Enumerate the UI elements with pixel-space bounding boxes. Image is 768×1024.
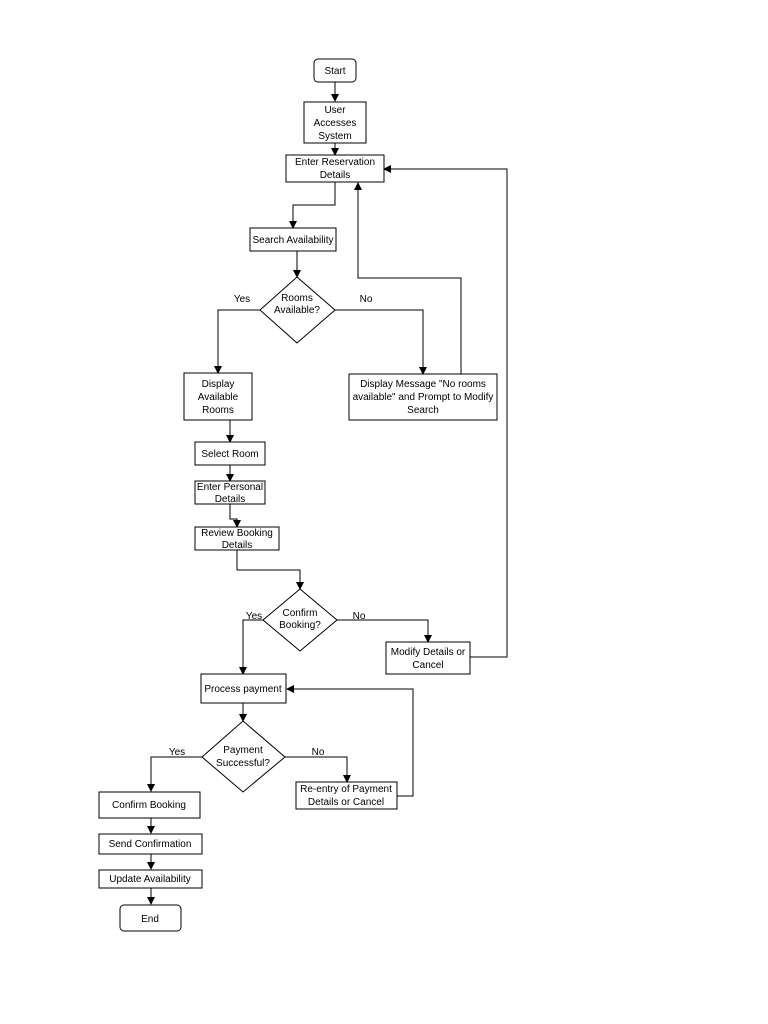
svg-text:Confirm: Confirm [282,608,317,619]
label-rooms-no: No [360,294,373,305]
svg-text:Available: Available [198,392,239,403]
label-payment-yes: Yes [169,747,185,758]
svg-text:Send Confirmation: Send Confirmation [109,839,192,850]
node-select-room: Select Room [194,441,266,466]
edge-rooms-no [335,309,427,375]
edge-modify-loop [383,165,508,658]
svg-text:Modify Details or: Modify Details or [391,647,466,658]
node-modify-details-or-cancel: Modify Details or Cancel [385,641,471,675]
svg-text:Start: Start [324,66,345,77]
node-enter-reservation-details: Enter Reservation Details [285,154,385,183]
edge-payment-no [285,756,351,783]
node-confirm-booking: Confirm Booking [98,791,201,819]
label-confirm-no: No [353,611,366,622]
svg-text:Rooms: Rooms [281,293,313,304]
label-rooms-yes: Yes [234,294,250,305]
svg-text:Successful?: Successful? [216,758,270,769]
node-rooms-available-decision: Rooms Available? [259,276,336,344]
edge-personal-review [229,504,241,528]
svg-text:Available?: Available? [274,305,320,316]
svg-text:Enter Personal: Enter Personal [197,482,263,493]
node-confirm-booking-decision: Confirm Booking? [262,588,338,652]
svg-text:Accesses: Accesses [314,118,357,129]
node-user-accesses-system: User Accesses System [303,101,367,144]
node-search-availability: Search Availability [249,227,337,252]
node-reentry-payment-details: Re-entry of Payment Details or Cancel [295,781,398,810]
svg-text:Enter Reservation: Enter Reservation [295,157,375,168]
svg-text:Cancel: Cancel [412,660,443,671]
svg-text:Details: Details [320,170,351,181]
node-review-booking-details: Review Booking Details [194,526,280,551]
svg-text:Booking?: Booking? [279,620,321,631]
svg-text:Re-entry of Payment: Re-entry of Payment [300,784,392,795]
node-no-rooms-message: Display Message "No rooms available" and… [348,373,498,421]
svg-text:User: User [324,105,346,116]
svg-text:Review Booking: Review Booking [201,528,273,539]
node-end: End [119,904,182,932]
label-payment-no: No [312,747,325,758]
svg-text:Update Availability: Update Availability [109,874,191,885]
svg-text:Process payment: Process payment [204,684,281,695]
node-enter-personal-details: Enter Personal Details [194,480,266,505]
edge-enter-search [289,182,336,229]
svg-text:Search: Search [407,405,439,416]
svg-text:Confirm Booking: Confirm Booking [112,800,186,811]
edge-review-confirmq [236,550,304,590]
node-start: Start [313,58,357,83]
edge-labels: Yes No Yes No Yes No [169,294,373,758]
node-update-availability: Update Availability [98,869,203,889]
svg-text:Display Message "No rooms: Display Message "No rooms [360,379,486,390]
svg-text:Details: Details [222,540,253,551]
svg-text:Search Availability: Search Availability [253,235,334,246]
svg-text:System: System [318,131,351,142]
node-payment-successful-decision: Payment Successful? [201,720,286,793]
svg-text:Details: Details [215,494,246,505]
node-display-available-rooms: Display Available Rooms [183,372,253,421]
svg-text:available" and Prompt to Modif: available" and Prompt to Modify [353,392,494,403]
edges [147,82,508,905]
edge-nomsg-loop [354,182,462,374]
node-send-confirmation: Send Confirmation [98,833,203,855]
edge-confirm-yes [239,619,263,675]
node-process-payment: Process payment [200,673,287,704]
edge-reentry-loop [286,685,414,797]
svg-text:Details or Cancel: Details or Cancel [308,797,384,808]
edge-rooms-yes [214,309,260,374]
svg-text:End: End [141,914,159,925]
svg-text:Payment: Payment [223,745,263,756]
edge-payment-yes [147,756,202,792]
svg-text:Select Room: Select Room [201,449,258,460]
svg-text:Display: Display [202,379,235,390]
svg-text:Rooms: Rooms [202,405,234,416]
label-confirm-yes: Yes [246,611,262,622]
edge-confirm-no [337,619,432,643]
